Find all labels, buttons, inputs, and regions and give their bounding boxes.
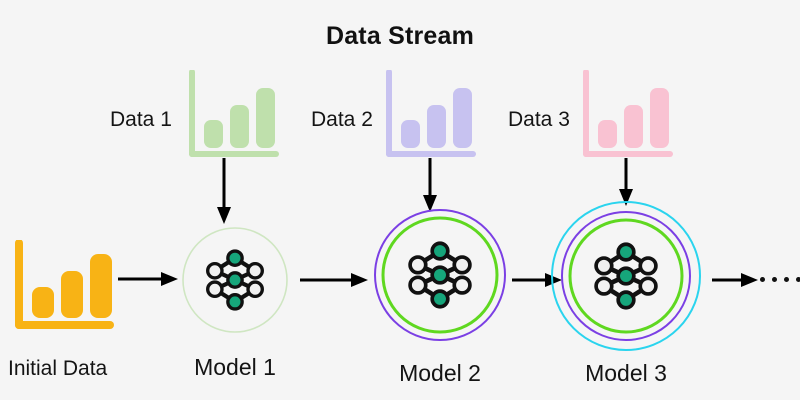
arrow-model1-to-model2	[300, 269, 370, 291]
data-label-3: Data 3	[508, 108, 570, 131]
ellipsis-dot	[784, 277, 789, 282]
bar-chart-icon-initial-data	[12, 240, 116, 336]
data-label-2: Data 2	[311, 108, 373, 131]
arrow-model2-to-model3	[512, 269, 564, 291]
model3-ring-middle	[561, 211, 691, 341]
model-node-1[interactable]	[180, 225, 290, 335]
model-label-2: Model 2	[399, 360, 481, 386]
arrow-data1-to-model1	[212, 158, 236, 226]
arrow-model3-to-continuation	[712, 269, 760, 291]
arrow-data2-to-model2	[418, 158, 442, 214]
ellipsis-icon	[760, 277, 800, 282]
initial-data-label: Initial Data	[8, 357, 108, 380]
model-label-1: Model 1	[194, 354, 276, 380]
bar-chart-icon-data-1	[186, 70, 282, 164]
model2-ring-outer	[374, 209, 506, 341]
model-label-3: Model 3	[585, 360, 667, 386]
model3-ring-inner	[568, 218, 684, 334]
bar-chart-icon-data-3	[580, 70, 676, 164]
arrow-data3-to-model3	[614, 158, 638, 208]
model2-ring-inner	[381, 216, 499, 334]
arrow-initial-to-model1	[118, 268, 180, 290]
page-title: Data Stream	[325, 22, 475, 50]
model-node-2[interactable]	[370, 205, 510, 345]
neural-network-icon-model-3	[594, 242, 658, 310]
ellipsis-dot	[796, 277, 800, 282]
neural-network-icon-model-1	[206, 249, 264, 311]
neural-network-icon-model-2	[408, 241, 472, 309]
data-label-1: Data 1	[110, 108, 172, 131]
ellipsis-dot	[760, 277, 765, 282]
model1-ring-outer	[182, 227, 288, 333]
model3-ring-outer	[551, 201, 701, 351]
ellipsis-dot	[772, 277, 777, 282]
model-node-3[interactable]	[548, 198, 704, 354]
bar-chart-icon-data-2	[383, 70, 479, 164]
